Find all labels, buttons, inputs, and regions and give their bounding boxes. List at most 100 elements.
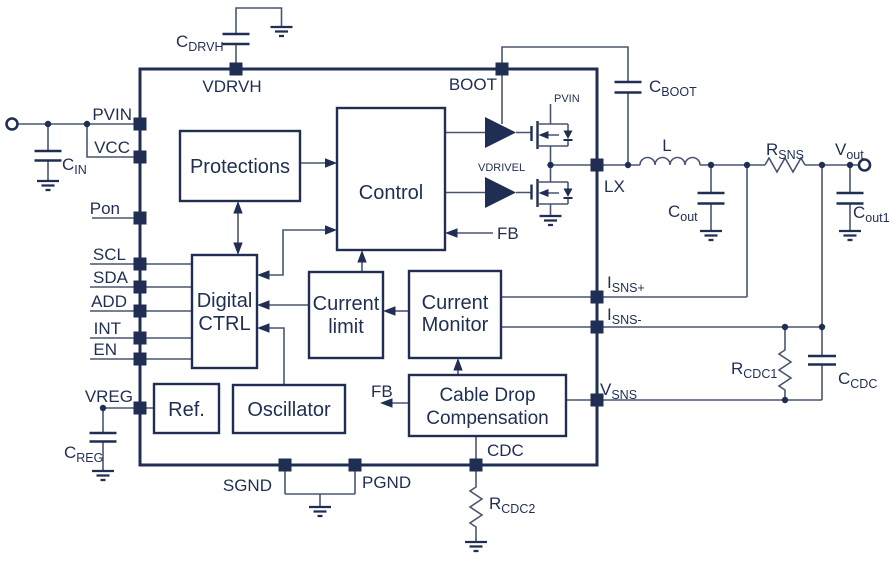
vcc-wire: [86, 124, 134, 158]
int-label: INT: [94, 319, 121, 338]
pin-isns-minus: [590, 320, 604, 334]
pin-pgnd: [348, 458, 362, 472]
c-reg-plates: [89, 431, 117, 443]
add-label: ADD: [91, 292, 127, 311]
high-side-mosfet-gate: [530, 121, 539, 149]
gate-drivers: [485, 117, 516, 208]
junction-dots: [44, 120, 854, 412]
current-monitor-label-1: Current: [422, 292, 489, 314]
boot-wire: [501, 46, 629, 165]
ground-symbols: [37, 25, 861, 553]
gnd-sgnd: [309, 505, 331, 518]
sgnd-label: SGND: [223, 476, 272, 495]
c-in-plates: [34, 149, 62, 162]
gnd-cout: [700, 229, 722, 242]
pin-int: [133, 331, 147, 345]
fet-node-wires: [549, 104, 591, 216]
r-cdc1-zigzag: [777, 327, 793, 400]
gnd-cout1: [839, 229, 861, 242]
ref-label: Ref.: [168, 399, 205, 421]
function-blocks: Protections Control Digital CTRL Current…: [152, 106, 568, 438]
c-out-plates: [697, 191, 725, 205]
pin-vsns: [590, 393, 604, 407]
low-side-diode: [563, 188, 573, 197]
pin-labels: PVIN VCC Pon SCL SDA ADD INT EN VREG VDR…: [85, 75, 645, 495]
pin-isns-plus: [590, 290, 604, 304]
r-sns-label: RSNS: [766, 140, 804, 162]
low-side-driver: [485, 177, 516, 208]
c-cdc-label: CCDC: [838, 369, 877, 391]
cable-drop-label-2: Compensation: [426, 408, 549, 429]
pin-add: [133, 304, 147, 318]
vcc-label: VCC: [94, 138, 130, 157]
c-out-label: Cout: [668, 202, 698, 224]
pin-pon: [133, 211, 147, 225]
r-cdc2-label: RCDC2: [489, 494, 535, 516]
pin-lx: [590, 158, 604, 172]
high-side-mosfet-body: [537, 123, 569, 147]
r-sns-zigzag: [764, 156, 806, 174]
c-cdc-plates: [808, 354, 836, 366]
fb-control-label: FB: [497, 224, 519, 243]
current-limit-label-1: Current: [313, 293, 380, 315]
pin-en: [133, 352, 147, 366]
component-labels: CIN CDRVH CBOOT Cout Cout1 CREG CCDC RSN…: [62, 32, 890, 516]
ic-pins: [133, 62, 604, 472]
pgnd-label: PGND: [362, 473, 411, 492]
c-out1-label: Cout1: [853, 203, 890, 225]
gnd-creg: [92, 469, 114, 482]
pin-cdc: [469, 458, 483, 472]
gnd-rcdc2: [465, 540, 487, 553]
current-monitor-label-2: Monitor: [422, 314, 489, 336]
inductor-coil: [639, 156, 701, 166]
current-monitor-block: [407, 269, 503, 360]
pon-label: Pon: [90, 199, 120, 218]
isns-plus-label: ISNS+: [607, 273, 645, 295]
inductor-label: L: [662, 136, 671, 155]
low-side-body-arrow: [538, 189, 549, 197]
c-boot-label: CBOOT: [649, 77, 697, 99]
boot-label: BOOT: [449, 75, 497, 94]
pvin-label: PVIN: [92, 105, 132, 124]
mosfets: [530, 121, 573, 207]
pvin-hs-label: PVIN: [554, 93, 580, 105]
c-drvh-wire: [235, 7, 283, 63]
capacitors: [34, 32, 864, 443]
scl-label: SCL: [93, 245, 126, 264]
c-drvh-label: CDRVH: [176, 32, 223, 54]
c-out1-plates: [836, 191, 864, 205]
current-limit-label-2: limit: [328, 316, 364, 338]
ref-block: [152, 382, 221, 435]
gnd-cin: [37, 179, 59, 192]
fet-body-wires: [548, 134, 559, 194]
signal-labels: FB FB PVIN VDRIVEL: [371, 93, 580, 401]
pin-sda: [133, 280, 147, 294]
cable-drop-block: [407, 373, 568, 438]
cdc-label: CDC: [487, 441, 524, 460]
signal-arrows: [233, 158, 493, 408]
high-side-diode: [563, 130, 573, 139]
pin-scl: [133, 257, 147, 271]
control-label: Control: [359, 182, 423, 204]
digital-ctrl-block: [190, 253, 259, 370]
c-boot-plates: [614, 80, 642, 94]
pin-pvin: [133, 117, 147, 131]
low-side-mosfet-gate: [530, 179, 539, 207]
pin-sgnd: [278, 458, 292, 472]
digital-ctrl-label-1: Digital: [197, 290, 253, 312]
pin-vcc: [133, 150, 147, 164]
gate-wires: [516, 131, 531, 194]
r-cdc2-zigzag: [468, 471, 484, 542]
pin-vdrvh: [229, 62, 243, 76]
vsns-label: VSNS: [600, 380, 637, 402]
oscillator-label: Oscillator: [247, 399, 331, 421]
gnd-fet: [539, 214, 562, 227]
input-terminal: [5, 117, 19, 131]
cable-drop-label-1: Cable Drop: [439, 385, 535, 406]
pin-boot: [495, 62, 509, 76]
low-side-mosfet-body: [537, 181, 569, 205]
r-cdc1-label: RCDC1: [731, 359, 777, 381]
digital-ctrl-label-2: CTRL: [198, 313, 250, 335]
